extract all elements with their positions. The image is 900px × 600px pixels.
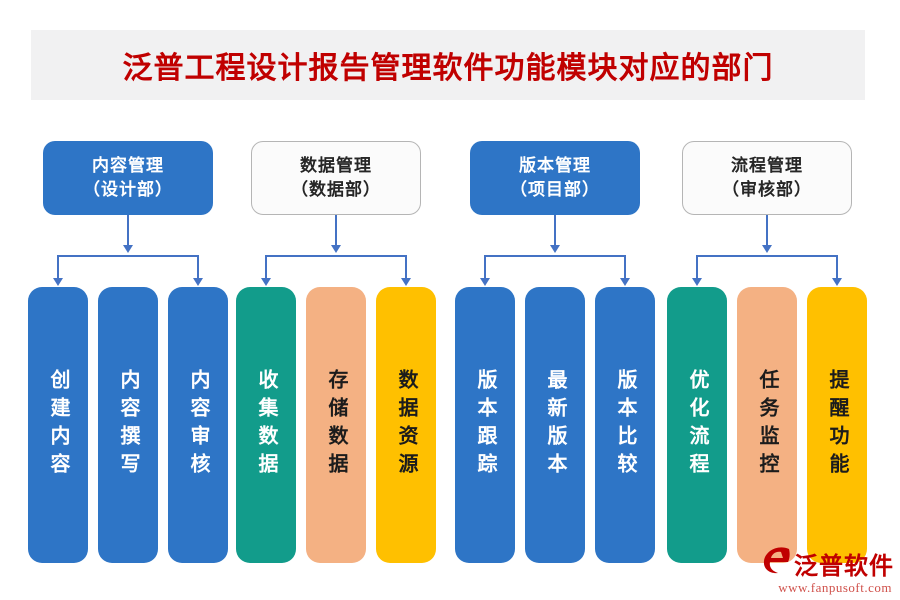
arrow-down-icon: [331, 245, 341, 253]
module-group-data: 数据管理 （数据部） 收集数据 存储数据 数据资源: [236, 141, 436, 563]
arrow-down-icon: [401, 278, 411, 286]
pillar-label: 创建内容: [47, 369, 69, 481]
module-group-version: 版本管理 （项目部） 版本跟踪 最新版本 版本比较: [455, 141, 655, 563]
pillar-store-data: 存储数据: [306, 287, 366, 563]
pillar-label: 数据资源: [395, 369, 417, 481]
pillar-label: 收集数据: [255, 369, 277, 481]
pillar-label: 最新版本: [544, 369, 566, 481]
connector-drop-right: [836, 255, 838, 278]
pillar-version-compare: 版本比较: [595, 287, 655, 563]
arrow-down-icon: [480, 278, 490, 286]
pillar-label: 任务监控: [756, 369, 778, 481]
connector-drop-left: [265, 255, 267, 278]
arrow-down-icon: [550, 245, 560, 253]
pillar-label: 存储数据: [325, 369, 347, 481]
connector-stem: [554, 215, 556, 245]
pillar-row: 收集数据 存储数据 数据资源: [236, 287, 436, 563]
module-group-process: 流程管理 （审核部） 优化流程 任务监控 提醒功能: [667, 141, 867, 563]
connector-drop-right: [197, 255, 199, 278]
title-band: 泛普工程设计报告管理软件功能模块对应的部门: [31, 30, 865, 100]
pillar-write-content: 内容撰写: [98, 287, 158, 563]
pillar-reminder: 提醒功能: [807, 287, 867, 563]
connector-drop-left: [696, 255, 698, 278]
group-header-title: 内容管理: [92, 156, 164, 175]
pillar-data-resource: 数据资源: [376, 287, 436, 563]
group-header-data: 数据管理 （数据部）: [251, 141, 421, 215]
connector-drop-left: [484, 255, 486, 278]
pillar-row: 创建内容 内容撰写 内容审核: [28, 287, 228, 563]
pillar-review-content: 内容审核: [168, 287, 228, 563]
pillar-row: 版本跟踪 最新版本 版本比较: [455, 287, 655, 563]
group-header-title: 版本管理: [519, 156, 591, 175]
pillar-row: 优化流程 任务监控 提醒功能: [667, 287, 867, 563]
pillar-optimize-process: 优化流程: [667, 287, 727, 563]
connector-bracket: [266, 255, 407, 257]
pillar-create-content: 创建内容: [28, 287, 88, 563]
arrow-down-icon: [193, 278, 203, 286]
group-header-content: 内容管理 （设计部）: [43, 141, 213, 215]
connector-drop-right: [405, 255, 407, 278]
pillar-latest-version: 最新版本: [525, 287, 585, 563]
pillar-collect-data: 收集数据: [236, 287, 296, 563]
arrow-down-icon: [762, 245, 772, 253]
connector-drop-right: [624, 255, 626, 278]
connector-stem: [335, 215, 337, 245]
page-title: 泛普工程设计报告管理软件功能模块对应的部门: [122, 52, 774, 85]
connector-drop-left: [57, 255, 59, 278]
pillar-label: 版本跟踪: [474, 369, 496, 481]
group-header-version: 版本管理 （项目部）: [470, 141, 640, 215]
pillar-label: 优化流程: [686, 369, 708, 481]
arrow-down-icon: [123, 245, 133, 253]
connector-bracket: [485, 255, 626, 257]
connector-bracket: [58, 255, 199, 257]
connector-bracket: [697, 255, 838, 257]
brand-url: www.fanpusoft.com: [778, 580, 892, 595]
arrow-down-icon: [692, 278, 702, 286]
pillar-task-monitor: 任务监控: [737, 287, 797, 563]
group-header-dept: （审核部）: [722, 180, 812, 199]
group-header-title: 流程管理: [731, 156, 803, 175]
pillar-version-track: 版本跟踪: [455, 287, 515, 563]
arrow-down-icon: [53, 278, 63, 286]
module-group-content: 内容管理 （设计部） 创建内容 内容撰写 内容审核: [28, 141, 228, 563]
brand-watermark: 泛普软件 www.fanpusoft.com: [738, 546, 894, 596]
brand-name: 泛普软件: [794, 554, 894, 580]
pillar-label: 提醒功能: [826, 369, 848, 481]
fanpu-logo-icon: [762, 546, 792, 579]
pillar-label: 内容撰写: [117, 369, 139, 481]
connector-stem: [766, 215, 768, 245]
group-header-dept: （项目部）: [510, 180, 600, 199]
pillar-label: 内容审核: [187, 369, 209, 481]
group-header-process: 流程管理 （审核部）: [682, 141, 852, 215]
arrow-down-icon: [620, 278, 630, 286]
connector-stem: [127, 215, 129, 245]
pillar-label: 版本比较: [614, 369, 636, 481]
group-header-dept: （设计部）: [83, 180, 173, 199]
group-header-dept: （数据部）: [291, 180, 381, 199]
arrow-down-icon: [832, 278, 842, 286]
group-header-title: 数据管理: [300, 156, 372, 175]
arrow-down-icon: [261, 278, 271, 286]
